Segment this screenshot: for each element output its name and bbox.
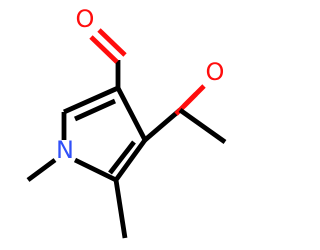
bond-acetyl-o-b bbox=[182, 84, 206, 108]
bond-cho-o-b bbox=[97, 28, 127, 57]
bond-c4-acetyl bbox=[143, 108, 182, 142]
molecule-structure: N O O bbox=[26, 5, 227, 239]
atom-o-ketone-label: O bbox=[206, 58, 225, 86]
bond-c4-c5-inner bbox=[108, 140, 136, 175]
bond-c5-n1 bbox=[73, 157, 118, 183]
atom-n1-label: N bbox=[56, 136, 74, 164]
bond-acetyl-methyl bbox=[178, 108, 227, 144]
bond-c3-c4 bbox=[115, 86, 148, 142]
bond-c2-c3-inner bbox=[74, 98, 116, 122]
bond-cho-o-a bbox=[89, 35, 119, 64]
bond-c4-c5 bbox=[114, 138, 147, 182]
bond-c5-methyl bbox=[113, 179, 128, 239]
bond-n1-methyl bbox=[26, 158, 57, 182]
bond-c2-c3 bbox=[63, 85, 119, 115]
atom-o-aldehyde-label: O bbox=[76, 5, 95, 33]
